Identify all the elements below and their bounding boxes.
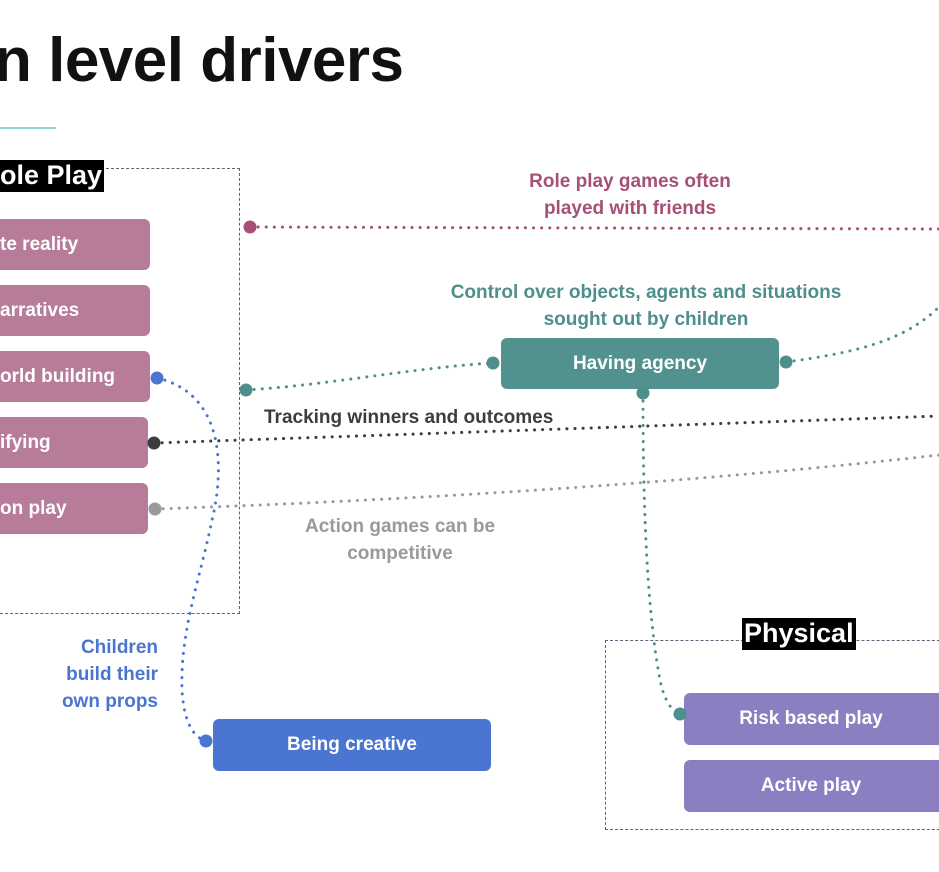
tracking-connector-dot	[147, 436, 161, 450]
role-play-item-alternate-reality[interactable]: te reality	[0, 219, 150, 270]
creative-dot-bottom	[199, 734, 213, 748]
physical-group-label: Physical	[742, 618, 856, 650]
active-play-node[interactable]: Active play	[684, 760, 939, 812]
competitive-connector-dot	[148, 502, 162, 516]
being-creative-node[interactable]: Being creative	[213, 719, 491, 771]
role-play-item-label: ifying	[0, 431, 51, 453]
role-play-group-label: ole Play	[0, 160, 105, 192]
agency-out-connector	[784, 305, 939, 364]
tracking-connector	[152, 414, 939, 445]
role-play-item-gamifying[interactable]: ifying	[0, 417, 148, 468]
role-play-item-label: te reality	[0, 233, 79, 255]
annotation-line: build their	[66, 664, 158, 685]
friends-connector-dot	[243, 220, 257, 234]
annotation-line: Children	[80, 637, 158, 658]
role-play-item-label: orld building	[0, 365, 116, 387]
risk-based-play-label: Risk based play	[739, 708, 883, 729]
annotation-line: played with friends	[543, 198, 717, 219]
control-annotation: Control over objects, agents and situati…	[416, 279, 876, 333]
annotation-line: Control over objects, agents and situati…	[450, 282, 842, 303]
having-agency-node[interactable]: Having agency	[501, 338, 779, 389]
annotation-line: sought out by children	[543, 309, 749, 330]
agency-in-dot-left	[239, 383, 253, 397]
role-play-item-world-building[interactable]: orld building	[0, 351, 150, 402]
agency-risk-dot-top	[636, 386, 650, 400]
role-play-item-narratives[interactable]: arratives	[0, 285, 150, 336]
friends-connector	[248, 225, 939, 231]
creative-dot-top	[150, 371, 164, 385]
competitive-connector	[153, 453, 939, 511]
action-competitive-annotation: Action games can be competitive	[270, 513, 530, 567]
risk-based-play-node[interactable]: Risk based play	[684, 693, 939, 745]
annotation-line: Role play games often	[529, 171, 731, 192]
annotation-line: own props	[61, 691, 158, 712]
creative-connector	[155, 376, 220, 743]
agency-in-connector	[244, 361, 495, 392]
props-annotation: Children build their own props	[20, 634, 158, 715]
annotation-line: Action games can be	[304, 516, 496, 537]
role-play-friends-annotation: Role play games often played with friend…	[470, 168, 790, 222]
active-play-label: Active play	[760, 775, 862, 796]
role-play-group	[0, 168, 240, 614]
role-play-item-action-play[interactable]: on play	[0, 483, 148, 534]
agency-risk-connector	[641, 391, 682, 716]
agency-out-dot	[779, 355, 793, 369]
having-agency-label: Having agency	[572, 352, 708, 374]
role-play-item-label: on play	[0, 497, 67, 519]
agency-risk-dot-bottom	[673, 707, 687, 721]
title-underline	[0, 127, 56, 129]
agency-in-dot-right	[486, 356, 500, 370]
annotation-line: competitive	[347, 543, 453, 564]
role-play-item-label: arratives	[0, 299, 80, 321]
page-title: n level drivers	[0, 26, 404, 95]
tracking-annotation: Tracking winners and outcomes	[264, 407, 554, 428]
being-creative-label: Being creative	[287, 734, 417, 755]
